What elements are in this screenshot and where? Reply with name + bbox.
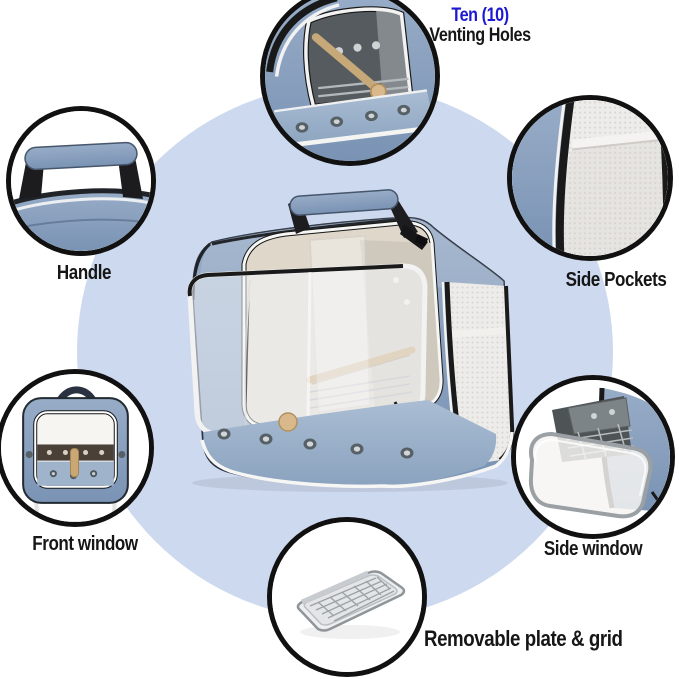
open-clear-flap (528, 431, 653, 519)
callout-circle-handle (6, 106, 156, 256)
callout-circle-removable-plate (267, 517, 427, 677)
pocket-hem (571, 129, 668, 149)
side-grommet (25, 451, 33, 459)
side-grommet (118, 451, 126, 459)
metal-bracket (567, 397, 631, 435)
label-handle: Handle (56, 262, 112, 284)
zipper-trim (555, 100, 575, 256)
carrier-handle (288, 189, 429, 250)
callout-circle-side-pockets (507, 95, 673, 261)
wire-grid (309, 576, 395, 622)
wooden-perch (311, 33, 381, 93)
tray-handle-edge (300, 570, 370, 605)
carrier-main-photo (187, 189, 515, 492)
label-venting-holes: Ten (10) Venting Holes (412, 6, 548, 46)
handle-photo (11, 111, 151, 251)
venting-holes-photo (265, 0, 435, 161)
callout-circle-front-window (0, 369, 154, 527)
callout-circle-venting-holes (260, 0, 440, 166)
vent-grommets (295, 104, 411, 133)
removable-plate-photo (272, 522, 422, 672)
handle-bar (24, 141, 138, 171)
label-side-pockets: Side Pockets (565, 269, 667, 291)
metal-grid (318, 77, 409, 98)
mesh-pocket (560, 137, 668, 256)
front-window-photo (1, 374, 149, 522)
label-front-window: Front window (32, 533, 138, 555)
zipper-trim (266, 0, 338, 73)
side-pockets-photo (512, 100, 668, 256)
vent-grommets (217, 428, 414, 459)
venting-count-text: Ten (10) (451, 5, 509, 26)
side-window-photo (516, 380, 670, 534)
d-ring (658, 512, 666, 518)
front-clear-flap-open (187, 263, 428, 437)
plate-holes (46, 450, 105, 456)
callout-circle-side-window (511, 375, 675, 539)
bottom-piping (200, 431, 514, 489)
denim-side (512, 100, 571, 256)
mesh-pocket-hem (447, 326, 511, 339)
flap-crease (306, 271, 312, 421)
wooden-dowel (69, 448, 80, 478)
flap-zipper-trim (187, 264, 404, 297)
wooden-knob (278, 412, 298, 432)
label-side-window: Side window (543, 538, 643, 560)
venting-holes-text: Venting Holes (429, 24, 531, 46)
roof-trim (211, 218, 397, 246)
front-vent-band (200, 400, 514, 489)
label-removable-plate-grid: Removable plate & grid (424, 626, 623, 651)
